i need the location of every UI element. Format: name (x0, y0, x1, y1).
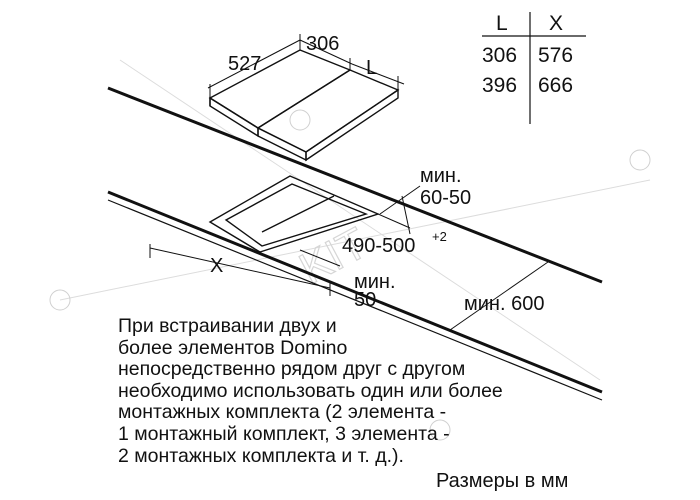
installation-note: При встраивании двух и более элементов D… (118, 315, 598, 467)
note-line: При встраивании двух и (118, 315, 337, 337)
note-line: 2 монтажных комплекта и т. д.). (118, 444, 404, 467)
dimension-spacing: X (210, 255, 223, 277)
dimension-cutout-tolerance: +2 (432, 229, 447, 244)
note-line: монтажных комплекта (2 элемента - (118, 401, 447, 424)
dimension-min-600: мин. 600 (464, 293, 544, 315)
table-cell: 576 (538, 44, 573, 67)
note-line: 1 монтажный комплект, 3 элемента - (118, 422, 450, 445)
top-dimension-lines (207, 34, 405, 98)
cutout-dimension-lines (149, 185, 549, 331)
table-cell: 666 (538, 74, 573, 97)
units-label: Размеры в мм (436, 470, 569, 492)
dimension-width: 306 (306, 33, 339, 55)
dimension-min-50-value: 50 (354, 289, 376, 311)
dimension-length: L (366, 57, 377, 79)
countertop-front-lower-edge (107, 199, 603, 401)
table-cell: 396 (482, 74, 517, 97)
dimension-min-label: мин. (420, 165, 462, 187)
countertop-back-edge (107, 86, 603, 284)
countertop-front-edge (107, 190, 603, 394)
note-line: более элементов Domino (118, 336, 348, 359)
dimension-depth: 527 (228, 53, 261, 75)
table-header-x: X (549, 12, 563, 35)
dimension-min-50-label: мин. (354, 271, 396, 293)
dimension-table: L X 306 576 396 666 (482, 12, 586, 124)
dimension-cutout: 490-500 (342, 235, 415, 257)
note-line: необходимо использовать один или более (118, 379, 503, 402)
table-cell: 306 (482, 44, 517, 67)
note-line: непосредственно рядом друг с другом (118, 358, 466, 381)
table-header-l: L (496, 12, 508, 35)
dimension-min-range: 60-50 (420, 187, 471, 209)
